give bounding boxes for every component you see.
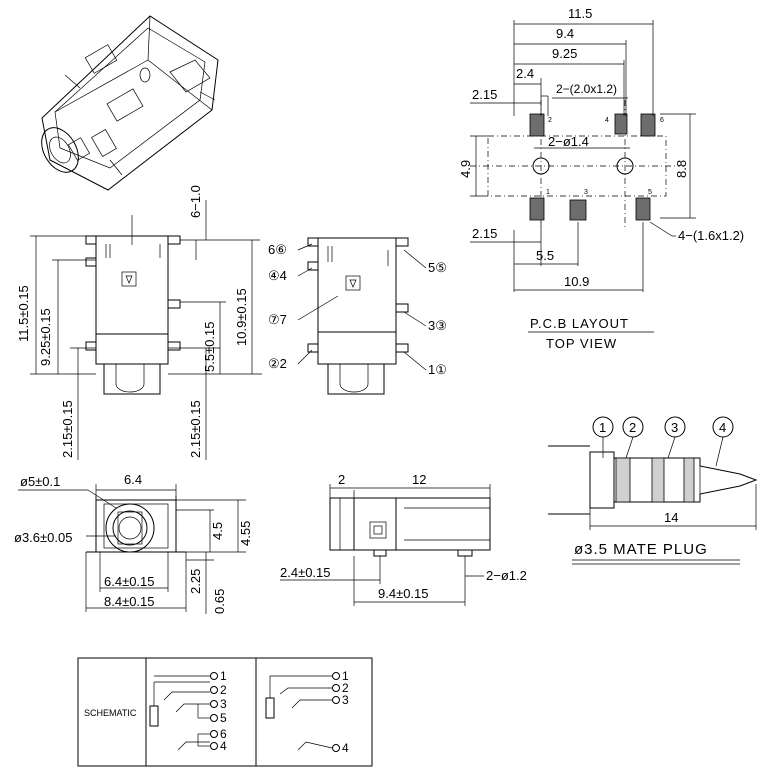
svg-text:3: 3 [584,189,588,196]
plug-length: 14 [664,510,678,525]
schematic-right-pin-3: 3 [342,693,349,707]
dim-6-1: 6−1.0 [188,185,203,218]
pad-3 [569,199,587,221]
dim-11-5: 11.5±0.15 [16,285,31,342]
svg-text:4: 4 [605,117,609,124]
front-d5: ø5±0.1 [20,474,60,489]
pcb-dim-10-9: 10.9 [564,274,589,289]
pcb-dim-4-9: 4.9 [458,160,473,178]
front-d6-4-bottom: 6.4±0.15 [104,574,155,589]
schematic-left-pin-3: 3 [220,697,227,711]
dim-2-15-left: 2.15±0.15 [60,400,75,458]
bottom-d2-hole: 2−ø1.2 [486,568,527,583]
isometric-view [41,15,219,191]
bottom-d12: 12 [412,472,426,487]
pin-label-6: 6⑥ [268,242,287,257]
pad-6 [640,113,656,137]
plug-circle-3: 3 [671,420,678,435]
front-d4-5: 4.5 [210,522,225,540]
pin-label-4: ④4 [268,268,287,283]
pad-2 [529,113,545,137]
schematic-left-pin-4: 4 [220,739,227,753]
side-view: 11.5±0.15 9.25±0.15 2.15±0.15 2.15±0.15 … [16,185,262,460]
pin-label-5: 5⑤ [428,260,447,275]
front-d4-55: 4.55 [238,521,253,546]
schematic-label: SCHEMATIC [84,708,137,718]
schematic-right-pin-1: 1 [342,669,349,683]
schematic-right-pin-2: 2 [342,681,349,695]
pad-5 [635,197,651,221]
front-d2-25: 2.25 [188,569,203,594]
svg-text:2: 2 [548,117,552,124]
pin-label-2: ②2 [268,356,287,371]
dim-9-25: 9.25±0.15 [38,308,53,366]
front-d0-65: 0.65 [212,589,227,614]
front-d8-4: 8.4±0.15 [104,594,155,609]
dim-2-15-right: 2.15±0.15 [188,400,203,458]
mate-plug: 1 2 3 4 14 ø3.5 MATE PLUG [548,416,758,565]
schematic-left-pin-1: 1 [220,669,227,683]
front-d6-4-top: 6.4 [124,472,142,487]
schematic-left-pin-2: 2 [220,683,227,697]
svg-text:6: 6 [660,117,664,124]
schematic-left-pin-5: 5 [220,711,227,725]
pcb-dim-9-25: 9.25 [552,46,577,61]
pcb-dim-5-5: 5.5 [536,248,554,263]
pad-1 [529,197,545,221]
schematic-left-pin-6: 6 [220,727,227,741]
front-view: ø5±0.1 6.4 ø3.6±0.05 4.5 4.55 2.25 0.65 … [14,472,253,614]
plug-circle-4: 4 [719,420,726,435]
plug-circle-1: 1 [599,420,606,435]
pcb-dim-2-15-top: 2.15 [472,87,497,102]
pin-label-1: 1① [428,362,447,377]
plug-title: ø3.5 MATE PLUG [574,541,708,558]
bottom-d2-4: 2.4±0.15 [280,565,331,580]
front-d3-6: ø3.6±0.05 [14,530,72,545]
svg-text:1: 1 [546,189,550,196]
pcb-hole: 2−ø1.4 [548,134,589,149]
pad-4 [614,113,628,135]
pcb-dim-9-4: 9.4 [556,26,574,41]
bottom-view: 2 12 2.4±0.15 2−ø1.2 9.4±0.15 [280,472,527,606]
dim-10-9: 10.9±0.15 [234,288,249,346]
pin-label-3: 3③ [428,318,447,333]
pcb-subtitle: TOP VIEW [546,336,617,351]
pcb-dim-2-4: 2.4 [516,66,534,81]
schematic-right-pin-4: 4 [342,741,349,755]
pin-view: 6⑥ ④4 5⑤ ⑦7 3③ ②2 1① [268,237,447,395]
pcb-title: P.C.B LAYOUT [530,316,629,331]
pcb-dim-2-15-bottom: 2.15 [472,226,497,241]
pin-label-7: ⑦7 [268,312,287,327]
bottom-d2: 2 [338,472,345,487]
pcb-dim-8-8: 8.8 [674,160,689,178]
svg-text:5: 5 [648,189,652,196]
plug-circle-2: 2 [629,420,636,435]
schematic: SCHEMATIC 1 2 3 5 6 4 [77,657,373,767]
pcb-pad-size-top: 2−(2.0x1.2) [556,82,617,96]
bottom-d9-4: 9.4±0.15 [378,586,429,601]
dim-5-5: 5.5±0.15 [202,321,217,372]
pcb-pad-size-bottom: 4−(1.6x1.2) [678,228,744,243]
pcb-layout: 2 4 6 1 3 5 11.5 9.4 [458,6,744,351]
pcb-dim-11-5: 11.5 [568,6,592,21]
